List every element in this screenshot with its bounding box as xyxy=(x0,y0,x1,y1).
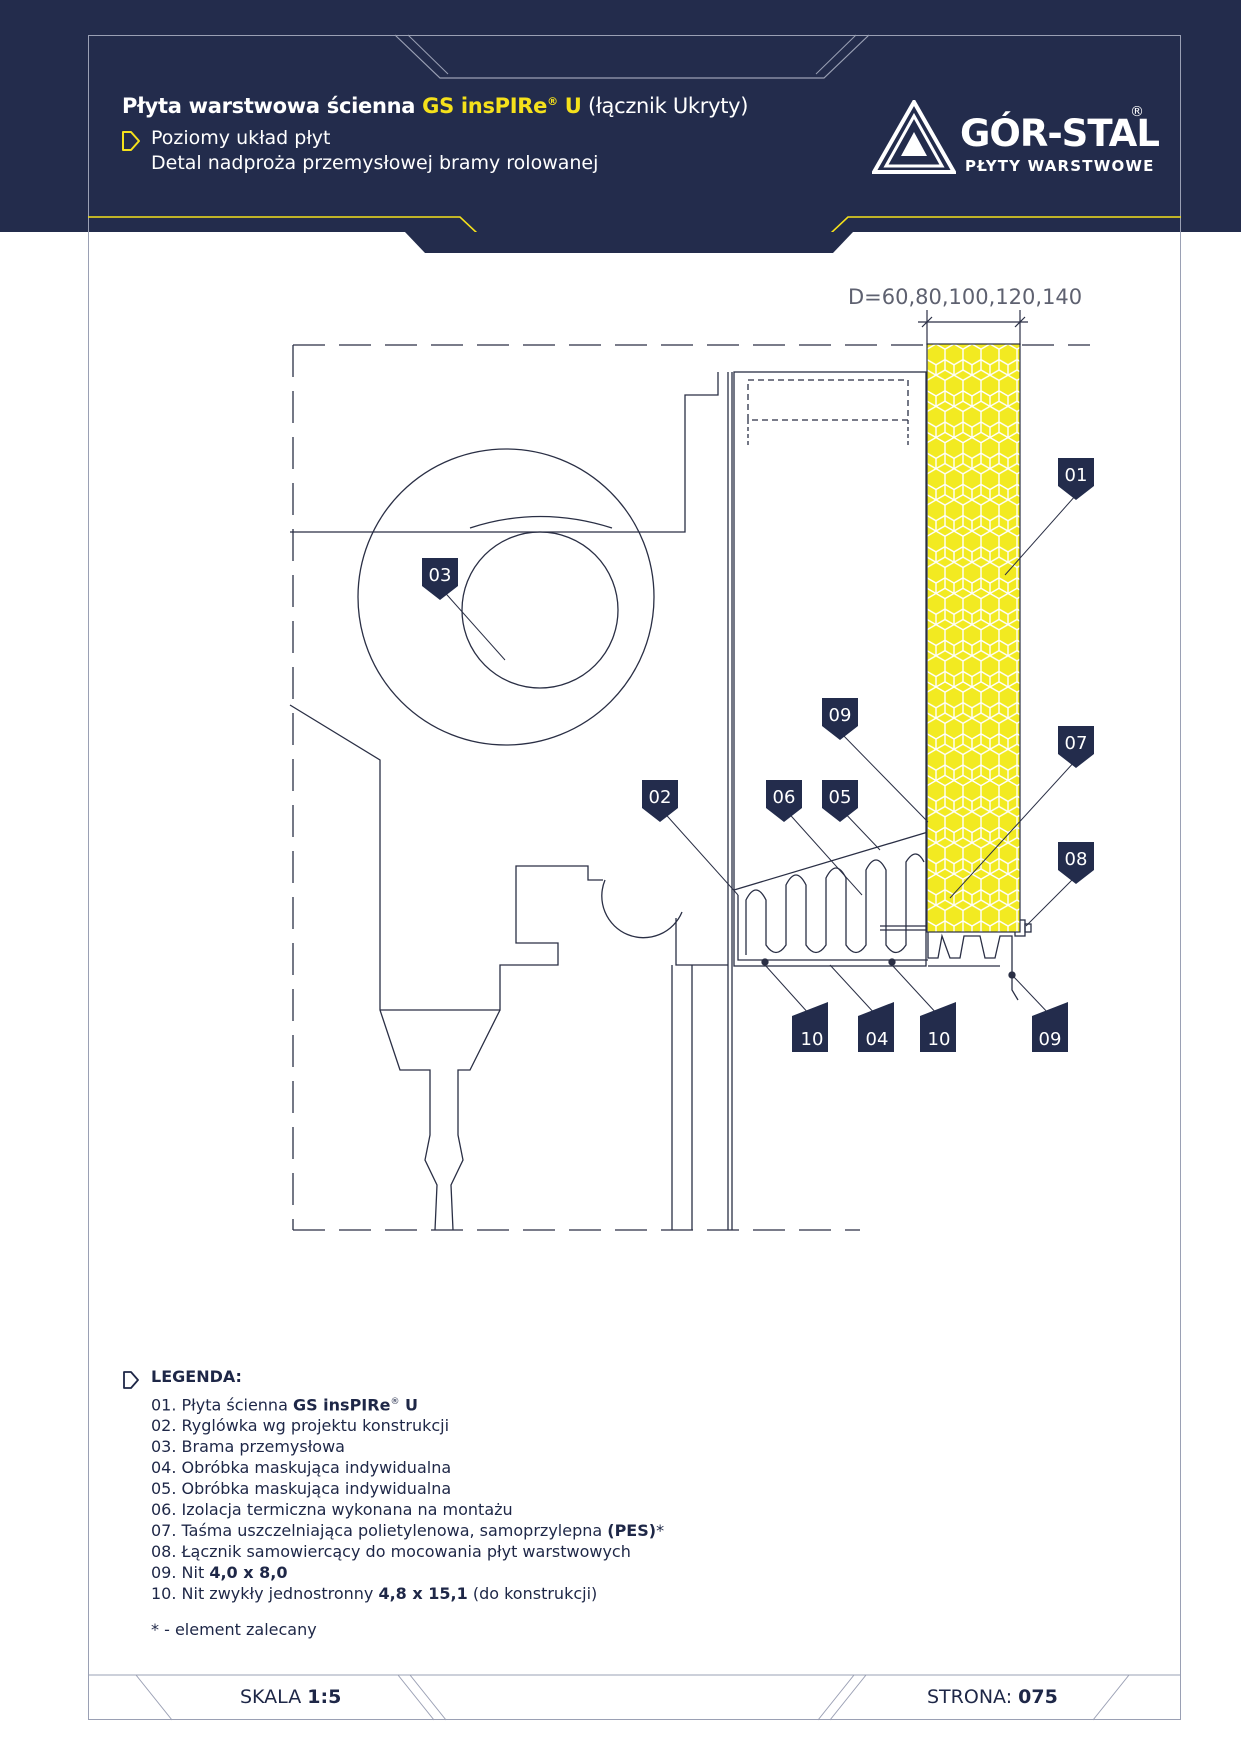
svg-text:09: 09 xyxy=(1039,1029,1062,1050)
subtitle-detail: Detal nadproża przemysłowej bramy rolowa… xyxy=(151,152,599,174)
title-product-variant: U xyxy=(557,94,582,118)
subtitle-layout: Poziomy układ płyt xyxy=(151,127,331,149)
marker-02: 02 xyxy=(642,780,678,822)
legend-item: 03. Brama przemysłowa xyxy=(151,1437,345,1457)
svg-text:08: 08 xyxy=(1065,849,1088,870)
marker-10-right: 10 xyxy=(920,1002,956,1052)
svg-text:04: 04 xyxy=(866,1029,889,1050)
logo-name: GÓR-STAL xyxy=(960,112,1160,155)
legend-item: 05. Obróbka maskująca indywidualna xyxy=(151,1479,452,1499)
arrow-right-icon xyxy=(123,1371,139,1389)
marker-06: 06 xyxy=(766,780,802,822)
footer-page-number: STRONA: 075 xyxy=(927,1686,1058,1708)
technical-drawing: D=60,80,100,120,140 01 03 09 07 xyxy=(289,285,1094,1231)
svg-text:10: 10 xyxy=(801,1029,824,1050)
marker-03: 03 xyxy=(422,558,458,600)
legend-item: 04. Obróbka maskująca indywidualna xyxy=(151,1458,452,1478)
arrow-right-icon xyxy=(122,131,140,151)
triangle-logo-icon xyxy=(872,100,956,174)
svg-text:07: 07 xyxy=(1065,733,1088,754)
footer-scale: SKALA 1:5 xyxy=(240,1686,342,1708)
page-frame xyxy=(88,35,1181,1720)
svg-text:02: 02 xyxy=(649,787,672,808)
svg-text:01: 01 xyxy=(1065,465,1088,486)
marker-04: 04 xyxy=(858,1002,894,1052)
marker-01: 01 xyxy=(1058,458,1094,500)
svg-text:06: 06 xyxy=(773,787,796,808)
legend-item: 07. Taśma uszczelniająca polietylenowa, … xyxy=(151,1521,665,1541)
legend-note: * - element zalecany xyxy=(151,1620,317,1639)
legend-item: 10. Nit zwykły jednostronny 4,8 x 15,1 (… xyxy=(151,1584,598,1604)
document-title: Płyta warstwowa ścienna GS insPIRe® U (ł… xyxy=(122,94,748,118)
svg-text:03: 03 xyxy=(429,565,452,586)
svg-text:05: 05 xyxy=(829,787,852,808)
dimension-label: D=60,80,100,120,140 xyxy=(848,285,1082,309)
marker-10-left: 10 xyxy=(792,1002,828,1052)
legend-title: LEGENDA: xyxy=(151,1367,242,1386)
marker-09-upper: 09 xyxy=(822,698,858,740)
marker-09-lower: 09 xyxy=(1032,1002,1068,1052)
legend-item: 09. Nit 4,0 x 8,0 xyxy=(151,1563,288,1583)
svg-text:10: 10 xyxy=(928,1029,951,1050)
header-band xyxy=(0,0,1241,232)
legend-list: 01. Płyta ścienna GS insPIRe® U 02. Rygl… xyxy=(151,1392,664,1604)
marker-07: 07 xyxy=(1058,726,1094,768)
marker-08: 08 xyxy=(1058,842,1094,884)
legend-item: 08. Łącznik samowiercący do mocowania pł… xyxy=(151,1542,631,1562)
title-registered-mark: ® xyxy=(547,95,558,108)
legend-item: 01. Płyta ścienna GS insPIRe® U xyxy=(151,1395,418,1415)
legend-item: 06. Izolacja termiczna wykonana na monta… xyxy=(151,1500,513,1520)
svg-text:09: 09 xyxy=(829,705,852,726)
logo-tagline: PŁYTY WARSTWOWE xyxy=(965,157,1155,175)
legend-item: 02. Ryglówka wg projektu konstrukcji xyxy=(151,1416,450,1436)
marker-05: 05 xyxy=(822,780,858,822)
title-product: GS insPIRe xyxy=(422,94,548,118)
logo-registered-mark: ® xyxy=(1130,104,1144,120)
title-connector-type: (łącznik Ukryty) xyxy=(581,94,749,118)
title-main: Płyta warstwowa ścienna xyxy=(122,94,423,118)
